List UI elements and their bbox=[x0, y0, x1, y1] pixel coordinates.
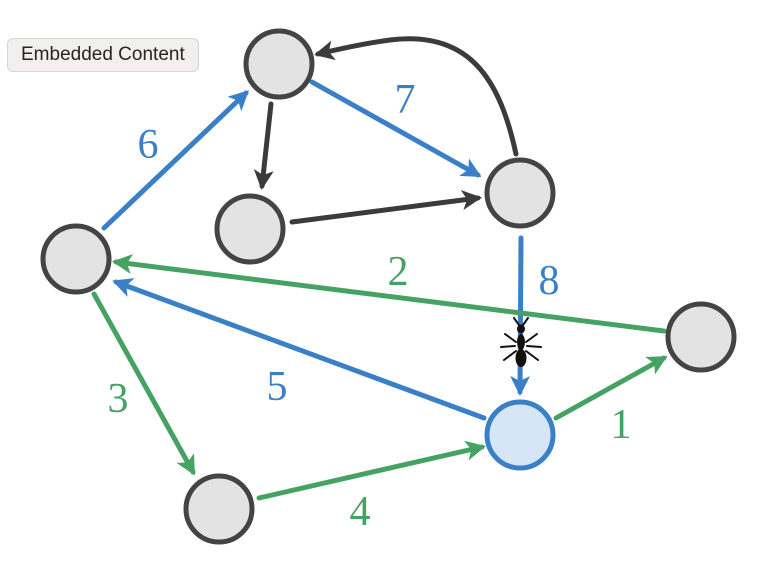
node-middle-left bbox=[214, 193, 286, 265]
node-bottom-left bbox=[183, 473, 255, 545]
edge-1 bbox=[553, 355, 668, 421]
edge-label-1: 1 bbox=[611, 402, 632, 448]
edge-4 bbox=[256, 440, 486, 501]
edge-upper-right-to-top bbox=[314, 36, 519, 157]
node-upper-right bbox=[484, 157, 556, 229]
edge-label-8: 8 bbox=[539, 258, 560, 304]
edge-7 bbox=[309, 79, 482, 178]
edge-label-2: 2 bbox=[388, 249, 409, 295]
edge-label-3: 3 bbox=[108, 376, 129, 422]
edge-3 bbox=[91, 291, 196, 476]
embedded-content-badge: Embedded Content bbox=[7, 38, 199, 72]
ant-icon bbox=[500, 317, 542, 367]
edge-top-to-middle-left bbox=[253, 101, 274, 190]
edge-label-7: 7 bbox=[395, 77, 416, 123]
edge-2 bbox=[112, 254, 667, 334]
node-current bbox=[484, 399, 556, 471]
edge-label-4: 4 bbox=[350, 489, 371, 535]
badge-label: Embedded Content bbox=[21, 44, 185, 65]
edge-middle-left-to-upper-right bbox=[289, 190, 482, 225]
node-far-right bbox=[665, 301, 737, 373]
edge-5 bbox=[112, 278, 487, 421]
node-left bbox=[40, 223, 112, 295]
edge-label-6: 6 bbox=[138, 122, 159, 168]
edge-label-5: 5 bbox=[267, 364, 288, 410]
edge-6 bbox=[101, 90, 249, 231]
node-top bbox=[243, 28, 315, 100]
